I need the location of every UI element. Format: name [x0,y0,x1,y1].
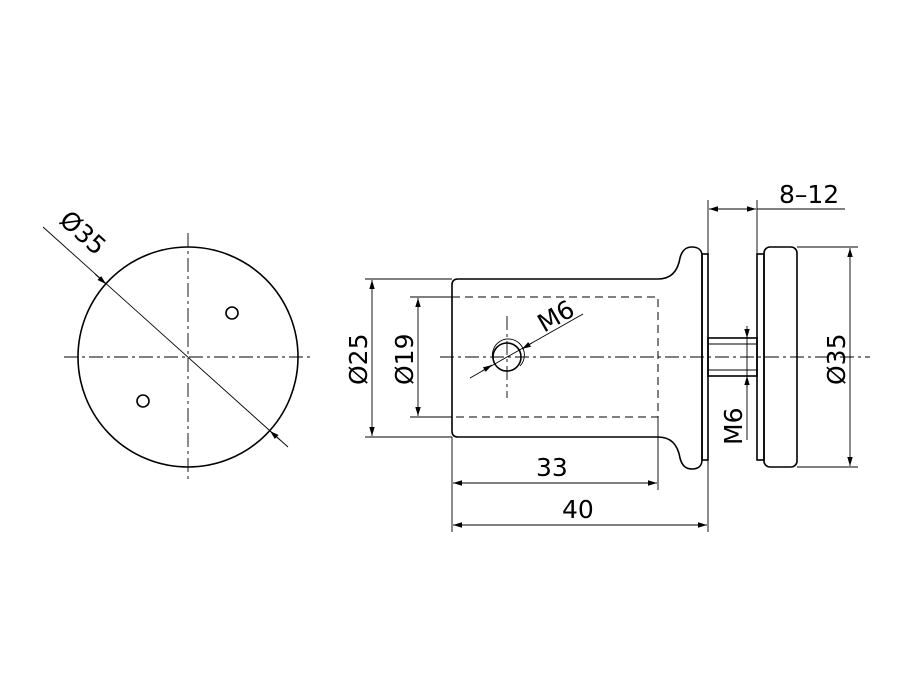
cap-diameter-label: Ø35 [822,334,851,386]
mounting-hole [136,394,150,408]
dim-arrow [269,430,281,441]
cap [763,246,798,468]
hole-thread-label: M6 [533,294,580,338]
standoff-body [451,246,703,470]
overall-length-label: 40 [562,495,594,524]
side-view: M6 Ø25 Ø19 33 40 8–12 [344,180,870,532]
dim-arrow [521,342,533,350]
bore-diameter-label: Ø19 [390,334,419,386]
thread-arc [491,338,525,367]
front-view: Ø35 [42,205,312,481]
front-diameter-label: Ø35 [54,205,112,261]
dim-arrow [94,273,107,285]
body-diameter-label: Ø25 [344,334,373,386]
mounting-hole [225,306,239,320]
dim-arrow [481,364,493,372]
glass-thickness-label: 8–12 [779,180,839,209]
diameter-dimension-line [42,226,289,448]
bore-hidden-lines [452,296,659,418]
bore-depth-label: 33 [536,453,568,482]
bolt [707,337,758,377]
bolt-thread-label: M6 [719,408,748,445]
